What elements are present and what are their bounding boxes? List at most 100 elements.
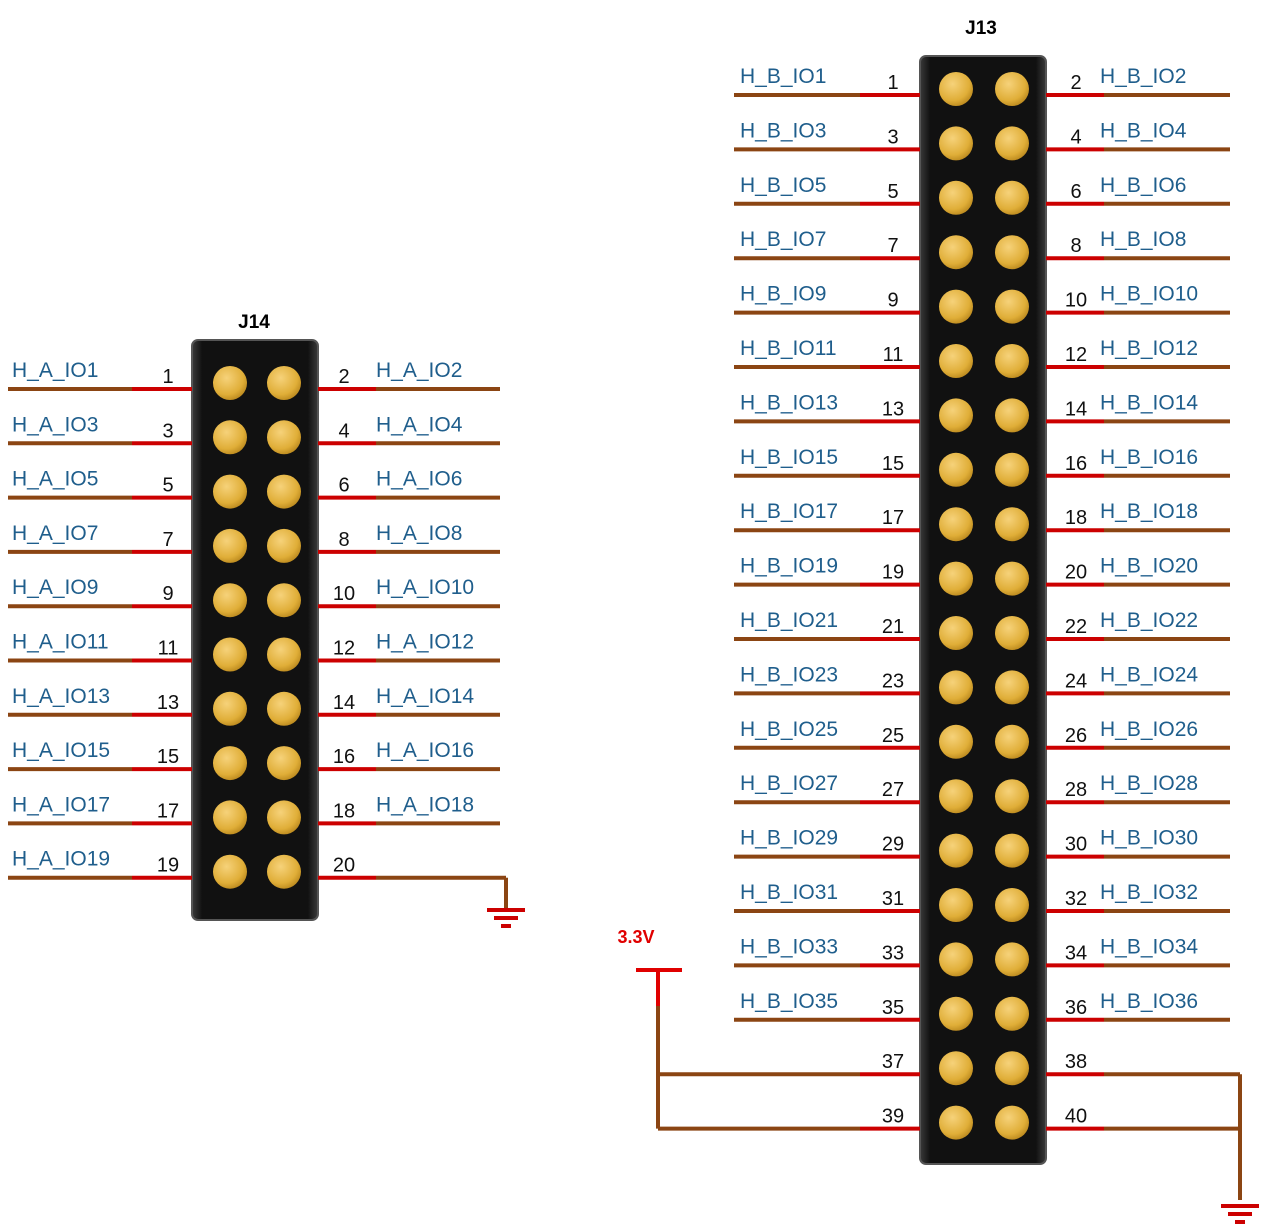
pin-number-j14-1: 1 <box>162 366 173 388</box>
pin-number-j13-40: 40 <box>1065 1106 1087 1128</box>
signal-label-j13-5: H_B_IO5 <box>740 174 826 197</box>
pin-number-j13-6: 6 <box>1070 181 1081 203</box>
signal-label-j13-17: H_B_IO17 <box>740 500 838 523</box>
pin-number-j13-30: 30 <box>1065 834 1087 856</box>
pin-pad-j13-13 <box>939 398 973 433</box>
pin-number-j13-16: 16 <box>1065 453 1087 475</box>
pin-number-j14-18: 18 <box>333 800 355 822</box>
pin-number-j14-2: 2 <box>338 366 349 388</box>
signal-label-j14-6: H_A_IO6 <box>376 468 462 491</box>
connector-j14-body <box>191 339 319 921</box>
pin-number-j13-12: 12 <box>1065 344 1087 366</box>
signal-label-j13-1: H_B_IO1 <box>740 65 826 88</box>
pin-pad-j13-16 <box>995 452 1029 487</box>
pin-number-j13-8: 8 <box>1070 235 1081 257</box>
pin-pad-j14-10 <box>267 583 301 618</box>
pin-number-j13-22: 22 <box>1065 616 1087 638</box>
signal-label-j13-8: H_B_IO8 <box>1100 228 1186 251</box>
signal-label-j13-10: H_B_IO10 <box>1100 283 1198 306</box>
pin-pad-j14-17 <box>213 800 247 835</box>
signal-label-j13-16: H_B_IO16 <box>1100 446 1198 469</box>
signal-label-j14-5: H_A_IO5 <box>12 468 98 491</box>
signal-label-j13-12: H_B_IO12 <box>1100 337 1198 360</box>
pin-number-j13-14: 14 <box>1065 398 1087 420</box>
pin-pad-j13-23 <box>939 670 973 705</box>
pin-pad-j14-9 <box>213 583 247 618</box>
signal-label-j13-11: H_B_IO11 <box>740 337 837 360</box>
pin-number-j14-19: 19 <box>157 855 179 877</box>
signal-label-j14-16: H_A_IO16 <box>376 739 474 762</box>
signal-label-j13-21: H_B_IO21 <box>740 609 838 632</box>
pin-number-j13-33: 33 <box>882 942 904 964</box>
signal-label-j13-3: H_B_IO3 <box>740 119 826 142</box>
pin-number-j13-15: 15 <box>882 453 904 475</box>
pin-pad-j13-24 <box>995 670 1029 705</box>
pin-pad-j14-1 <box>213 366 247 400</box>
pin-number-j13-4: 4 <box>1070 126 1081 148</box>
signal-label-j14-12: H_A_IO12 <box>376 631 474 654</box>
pin-pad-j13-33 <box>939 942 973 977</box>
pin-pad-j13-39 <box>939 1105 973 1140</box>
pin-number-j14-17: 17 <box>157 800 179 822</box>
pin-number-j13-5: 5 <box>887 181 898 203</box>
signal-label-j13-18: H_B_IO18 <box>1100 500 1198 523</box>
pin-pad-j13-40 <box>995 1105 1029 1140</box>
pin-pad-j14-12 <box>267 637 301 672</box>
signal-label-j14-4: H_A_IO4 <box>376 413 463 436</box>
pin-number-j14-4: 4 <box>338 420 349 442</box>
pin-number-j13-36: 36 <box>1065 997 1087 1019</box>
signal-label-j13-27: H_B_IO27 <box>740 772 838 795</box>
signal-label-j13-22: H_B_IO22 <box>1100 609 1198 632</box>
signal-label-j14-1: H_A_IO1 <box>12 359 98 382</box>
signal-label-j13-34: H_B_IO34 <box>1100 935 1198 958</box>
pin-number-j13-39: 39 <box>882 1106 904 1128</box>
pin-pad-j14-4 <box>267 420 301 455</box>
pin-number-j14-5: 5 <box>162 475 173 497</box>
signal-label-j14-15: H_A_IO15 <box>12 739 110 762</box>
pin-number-j13-21: 21 <box>882 616 904 638</box>
pin-pad-j13-26 <box>995 724 1029 759</box>
pin-number-j14-13: 13 <box>157 692 179 714</box>
signal-label-j13-24: H_B_IO24 <box>1100 663 1198 686</box>
pin-number-j13-10: 10 <box>1065 290 1087 312</box>
pin-pad-j14-5 <box>213 474 247 509</box>
pin-pad-j13-7 <box>939 235 973 270</box>
pin-pad-j14-16 <box>267 746 301 781</box>
pin-pad-j13-27 <box>939 779 973 814</box>
ground-symbol-j13 <box>1221 1204 1259 1224</box>
pin-pad-j13-18 <box>995 507 1029 542</box>
signal-label-j13-6: H_B_IO6 <box>1100 174 1186 197</box>
pin-number-j13-13: 13 <box>882 398 904 420</box>
pin-pad-j13-10 <box>995 289 1029 324</box>
pin-number-j14-6: 6 <box>338 475 349 497</box>
pin-pad-j14-13 <box>213 691 247 726</box>
pin-pad-j14-8 <box>267 528 301 563</box>
pin-number-j13-20: 20 <box>1065 562 1087 584</box>
pin-number-j13-7: 7 <box>887 235 898 257</box>
signal-label-j13-15: H_B_IO15 <box>740 446 838 469</box>
signal-label-j14-11: H_A_IO11 <box>12 631 109 654</box>
pin-number-j14-15: 15 <box>157 746 179 768</box>
signal-label-j14-13: H_A_IO13 <box>12 685 110 708</box>
pin-number-j13-29: 29 <box>882 834 904 856</box>
pin-number-j13-27: 27 <box>882 779 904 801</box>
signal-label-j13-2: H_B_IO2 <box>1100 65 1186 88</box>
pin-pad-j13-30 <box>995 833 1029 868</box>
pin-number-j13-38: 38 <box>1065 1051 1087 1073</box>
signal-label-j13-30: H_B_IO30 <box>1100 827 1198 850</box>
ground-symbol-j14 <box>487 908 525 928</box>
pin-pad-j13-22 <box>995 616 1029 650</box>
power-ground-nets: 3.3V <box>617 927 1259 1224</box>
pin-pad-j14-6 <box>267 474 301 509</box>
signal-label-j13-4: H_B_IO4 <box>1100 119 1187 142</box>
pin-pad-j14-2 <box>267 366 301 400</box>
pin-pad-j13-8 <box>995 235 1029 270</box>
signal-label-j13-36: H_B_IO36 <box>1100 990 1198 1013</box>
pin-number-j13-3: 3 <box>887 126 898 148</box>
pin-pad-j13-14 <box>995 398 1029 433</box>
pin-pad-j13-12 <box>995 344 1029 378</box>
pin-pad-j14-14 <box>267 691 301 726</box>
signal-label-j13-29: H_B_IO29 <box>740 827 838 850</box>
